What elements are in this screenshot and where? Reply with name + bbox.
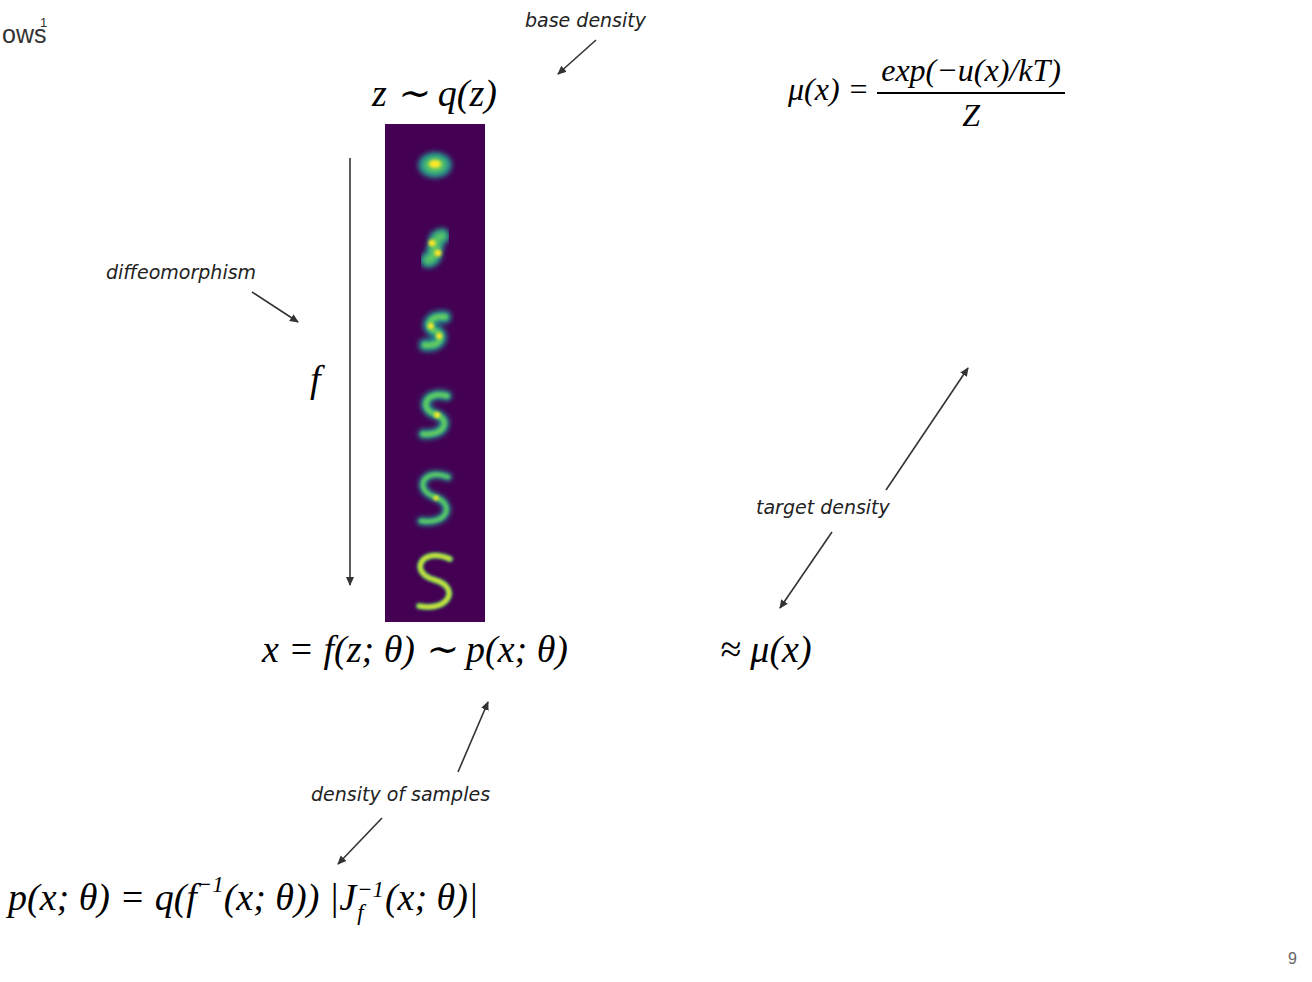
math-label: z ∼ q(z) xyxy=(372,72,497,116)
annotation: target density xyxy=(756,497,890,519)
math-label: ≈ μ(x) xyxy=(720,628,812,672)
math-label: Z xyxy=(962,94,980,134)
annotation: base density xyxy=(525,10,646,32)
annotation: density of samples xyxy=(311,784,490,806)
leader-arrow xyxy=(780,532,832,608)
density-panel xyxy=(418,152,452,178)
formula: p(x; θ) = q(f−1(x; θ)) |J−1f(x; θ)| xyxy=(8,872,478,924)
density-panel xyxy=(421,475,448,522)
leader-arrow xyxy=(458,702,488,772)
density-panel xyxy=(425,317,445,345)
footnote-mark: 1 xyxy=(40,16,47,31)
density-panel xyxy=(419,556,450,607)
math-label: x = f(z; θ) ∼ p(x; θ) xyxy=(262,628,568,672)
math-label: (x; θ)| xyxy=(385,876,478,918)
leader-arrow xyxy=(252,292,298,322)
subscript: f xyxy=(357,902,363,925)
annotation: diffeomorphism xyxy=(106,262,256,284)
math-label: f xyxy=(310,358,321,402)
sub-sup: −1f xyxy=(357,879,384,925)
math-label: p(x; θ) = q(f xyxy=(8,876,197,918)
math-label: exp(−u(x)/kT) xyxy=(877,52,1065,94)
superscript: −1 xyxy=(197,872,224,897)
math-label: μ(x) = xyxy=(788,71,869,107)
slide-title: ows xyxy=(2,20,46,49)
fraction: exp(−u(x)/kT)Z xyxy=(877,52,1065,134)
leader-arrow xyxy=(558,40,596,74)
density-strip xyxy=(385,124,485,622)
math-label: (x; θ)) |J xyxy=(224,876,356,918)
formula: μ(x) =exp(−u(x)/kT)Z xyxy=(788,52,1065,134)
flow-arrow xyxy=(349,158,351,585)
leader-arrow xyxy=(338,818,382,864)
density-panel xyxy=(428,236,442,260)
page-number: 9 xyxy=(1288,950,1297,968)
leader-arrow xyxy=(886,368,968,490)
density-panel xyxy=(423,395,447,434)
superscript: −1 xyxy=(357,879,384,902)
